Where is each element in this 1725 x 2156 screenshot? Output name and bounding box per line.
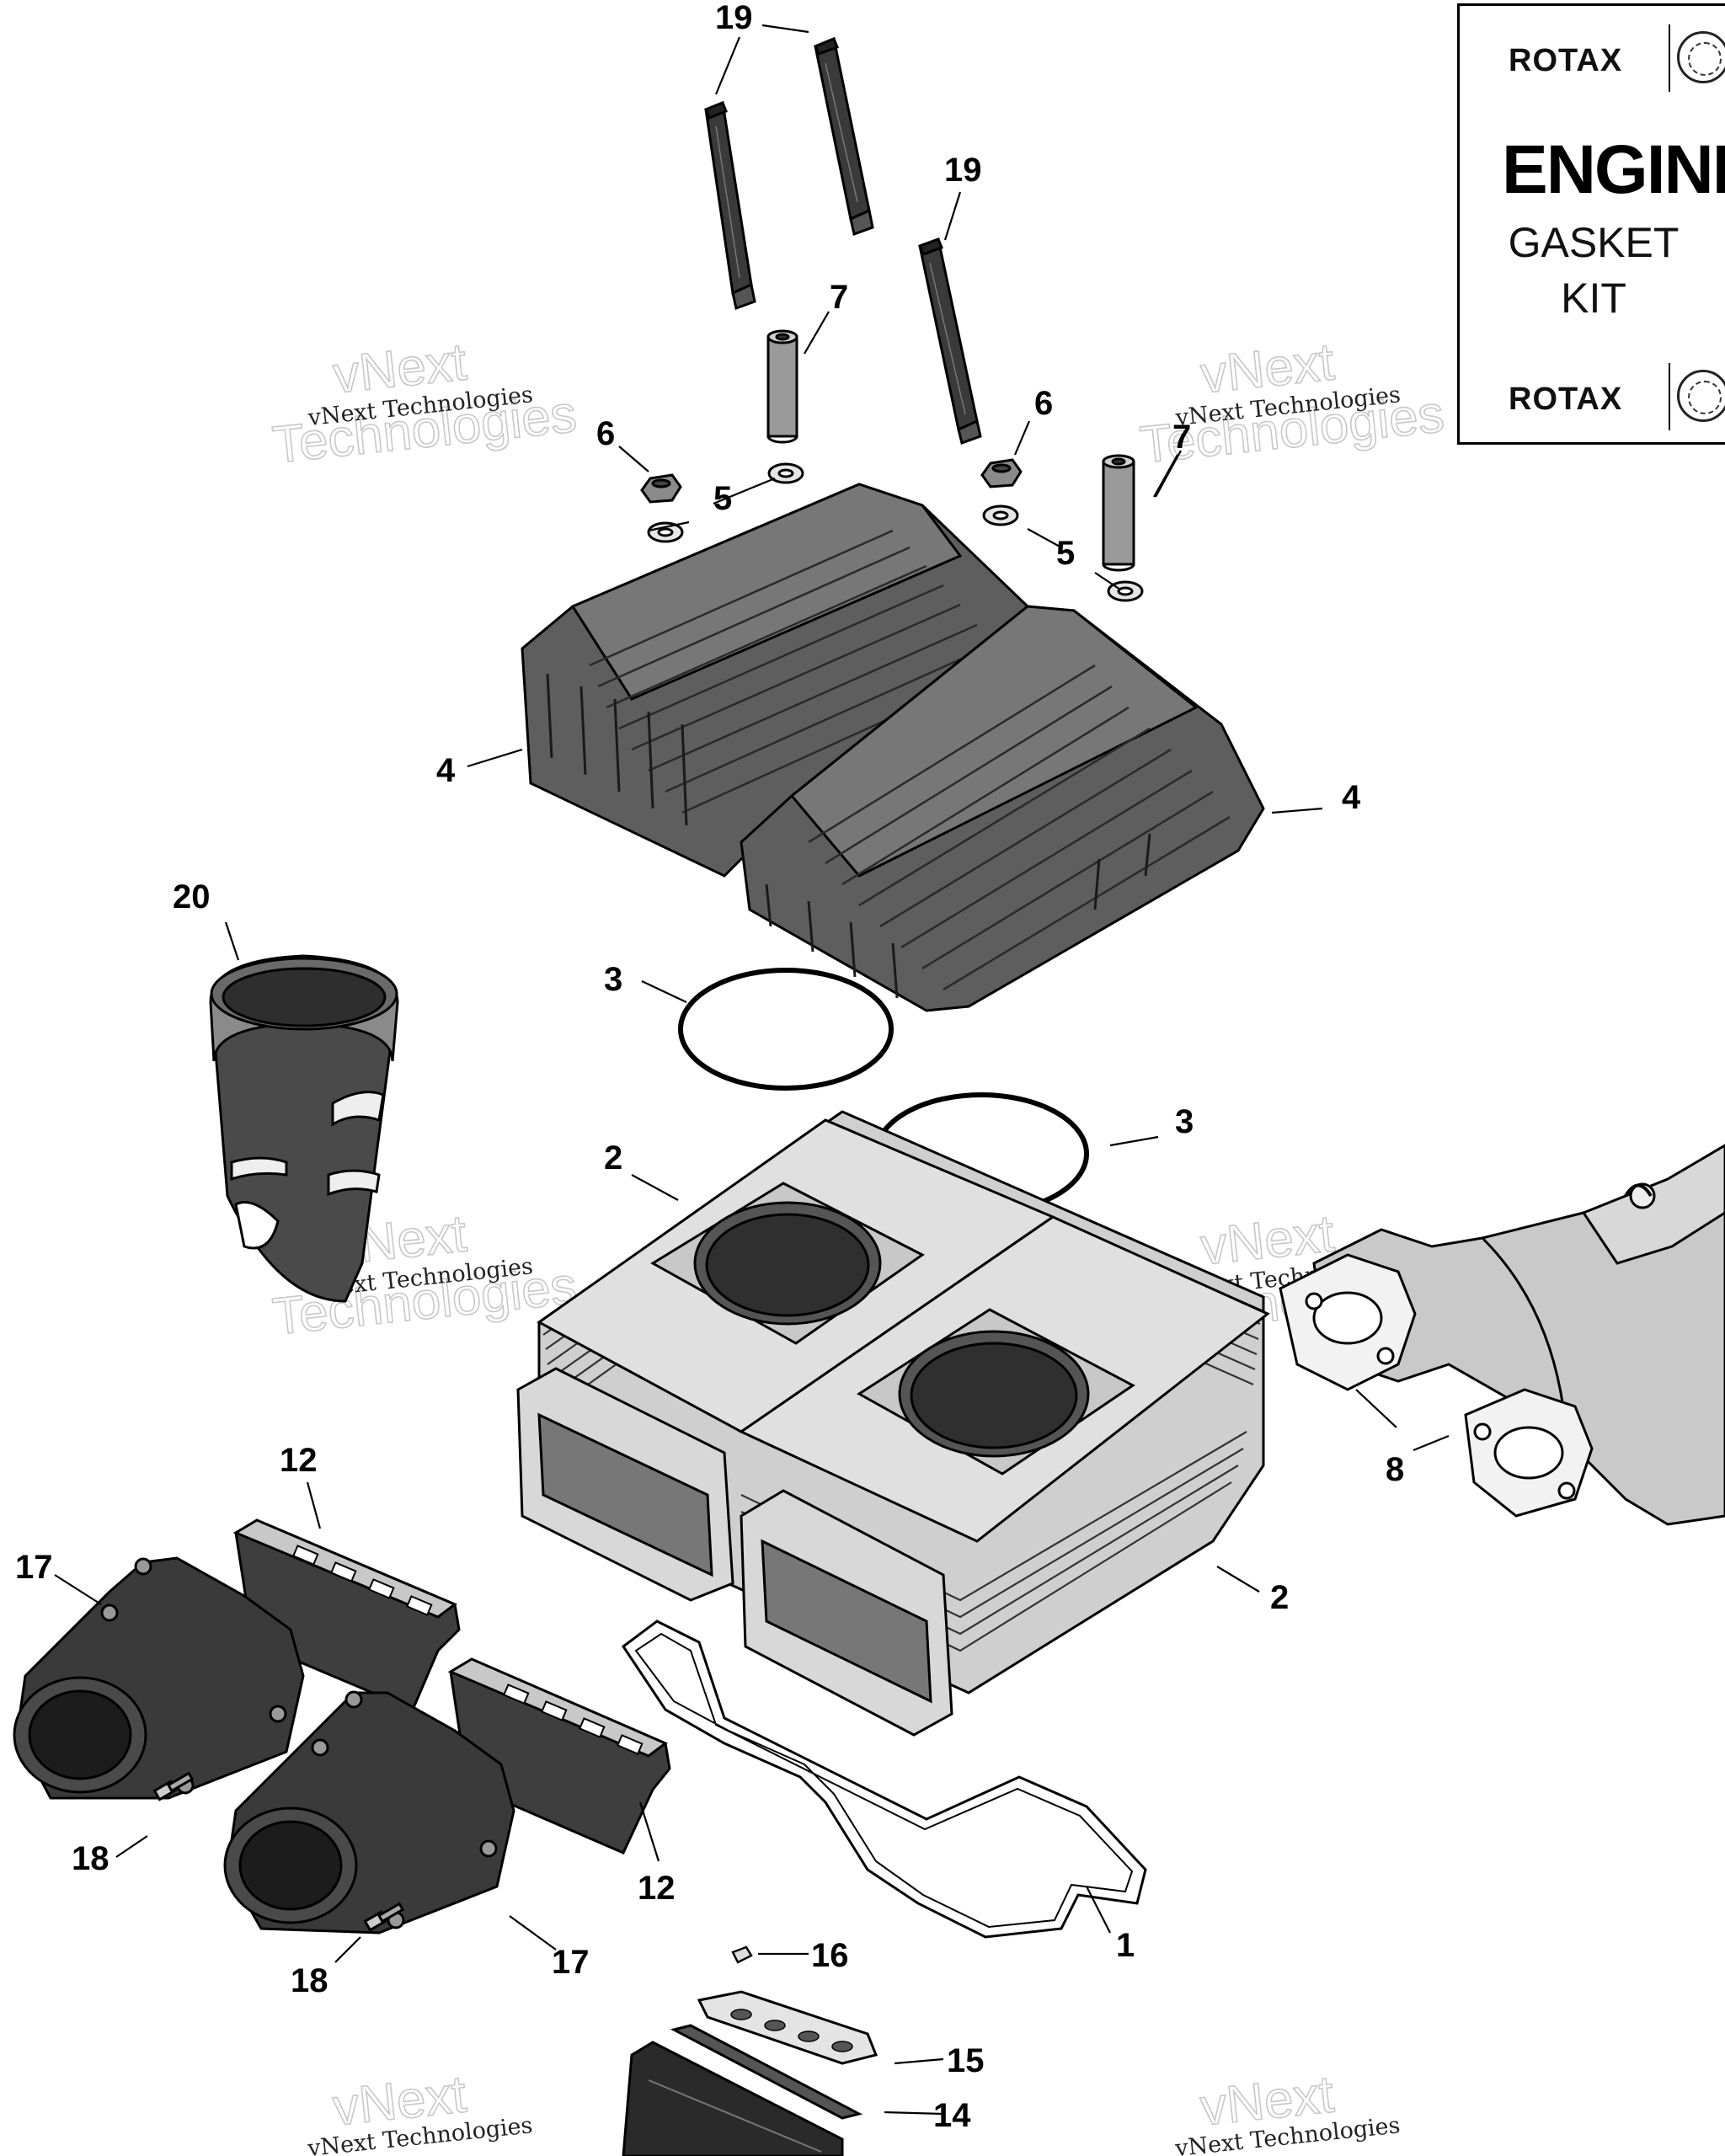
callout-16: 16 bbox=[811, 1937, 849, 1974]
reed-cage bbox=[622, 2041, 844, 2156]
callout-12: 12 bbox=[280, 1442, 318, 1479]
callout-3: 3 bbox=[1175, 1103, 1194, 1140]
small-screw bbox=[731, 1945, 753, 1964]
callout-labels: 19 19 7 7 6 6 5 5 4 4 3 3 2 2 8 20 12 12… bbox=[15, 0, 1404, 2134]
callout-5: 5 bbox=[713, 480, 732, 517]
callout-20: 20 bbox=[173, 878, 211, 915]
cylinder-block bbox=[516, 1110, 1270, 1737]
rotax-brand-top: ROTAX bbox=[1509, 43, 1623, 78]
exhaust-manifold bbox=[1312, 1144, 1725, 1526]
callout-15: 15 bbox=[947, 2042, 985, 2079]
brand-divider bbox=[1669, 24, 1670, 92]
callout-19: 19 bbox=[715, 0, 753, 36]
cylinder-head-left bbox=[521, 483, 1033, 878]
spacer-sleeve-right bbox=[1102, 454, 1135, 572]
callout-18: 18 bbox=[291, 1962, 328, 1999]
reed-stopper-bar-left bbox=[704, 100, 756, 310]
callout-2: 2 bbox=[1270, 1579, 1289, 1616]
reed-stopper-bar-middle bbox=[814, 36, 874, 236]
intake-manifold-lower bbox=[223, 1690, 515, 1935]
reed-petal bbox=[697, 1990, 879, 2065]
brand-divider bbox=[1669, 363, 1670, 430]
callout-7: 7 bbox=[830, 279, 848, 316]
screw-lower bbox=[363, 1902, 405, 1932]
cylinder-head-right bbox=[740, 605, 1265, 1012]
callout-18: 18 bbox=[72, 1840, 109, 1877]
nut-left bbox=[640, 473, 682, 504]
brp-logo-icon bbox=[1677, 31, 1725, 83]
gasket-kit-label: ROTAX ENGINE GASKET KIT ROTAX bbox=[1457, 3, 1725, 445]
watermark-top-left: vNext Technologies vNext Technologies bbox=[270, 333, 580, 476]
washer bbox=[647, 521, 684, 543]
callout-4: 4 bbox=[1342, 779, 1361, 816]
washer bbox=[982, 504, 1019, 526]
leader-lines bbox=[54, 24, 1450, 2116]
o-ring-upper bbox=[678, 968, 894, 1091]
kit-subtitle-line1: GASKET bbox=[1508, 219, 1680, 266]
watermark-bottom-right: vNext vNext Technologies bbox=[1173, 2065, 1402, 2156]
callout-17: 17 bbox=[552, 1944, 590, 1981]
watermark-bottom-left: vNext vNext Technologies bbox=[306, 2065, 534, 2156]
callout-7: 7 bbox=[1172, 419, 1191, 456]
base-gasket bbox=[621, 1620, 1147, 1939]
callout-3: 3 bbox=[604, 961, 622, 998]
intake-manifold-upper bbox=[13, 1556, 305, 1800]
washer bbox=[767, 462, 804, 484]
spacer-sleeve-left bbox=[766, 329, 798, 444]
callout-6: 6 bbox=[1034, 385, 1053, 422]
callout-1: 1 bbox=[1116, 1927, 1135, 1964]
exhaust-gasket-lower bbox=[1464, 1388, 1594, 1518]
kit-subtitle-line2: KIT bbox=[1561, 275, 1626, 322]
kit-title: ENGINE bbox=[1502, 131, 1725, 208]
exhaust-gasket-upper bbox=[1279, 1253, 1417, 1391]
cylinder-sleeve bbox=[209, 954, 399, 1303]
callout-19: 19 bbox=[944, 152, 982, 189]
brp-logo-icon bbox=[1677, 370, 1725, 422]
reed-stopper-bar-right bbox=[918, 237, 982, 445]
callout-5: 5 bbox=[1056, 535, 1075, 572]
rotax-brand-bottom: ROTAX bbox=[1509, 382, 1623, 417]
callout-6: 6 bbox=[596, 415, 615, 452]
screw-upper bbox=[152, 1771, 195, 1801]
callout-4: 4 bbox=[436, 752, 456, 789]
callout-8: 8 bbox=[1386, 1451, 1404, 1488]
callout-2: 2 bbox=[604, 1139, 622, 1177]
nut-right bbox=[980, 458, 1023, 488]
callout-14: 14 bbox=[933, 2097, 971, 2134]
callout-17: 17 bbox=[15, 1549, 53, 1586]
reed-valve-upper bbox=[232, 1518, 461, 1711]
callout-12: 12 bbox=[638, 1870, 676, 1907]
reed-stop-plate bbox=[670, 2024, 863, 2120]
